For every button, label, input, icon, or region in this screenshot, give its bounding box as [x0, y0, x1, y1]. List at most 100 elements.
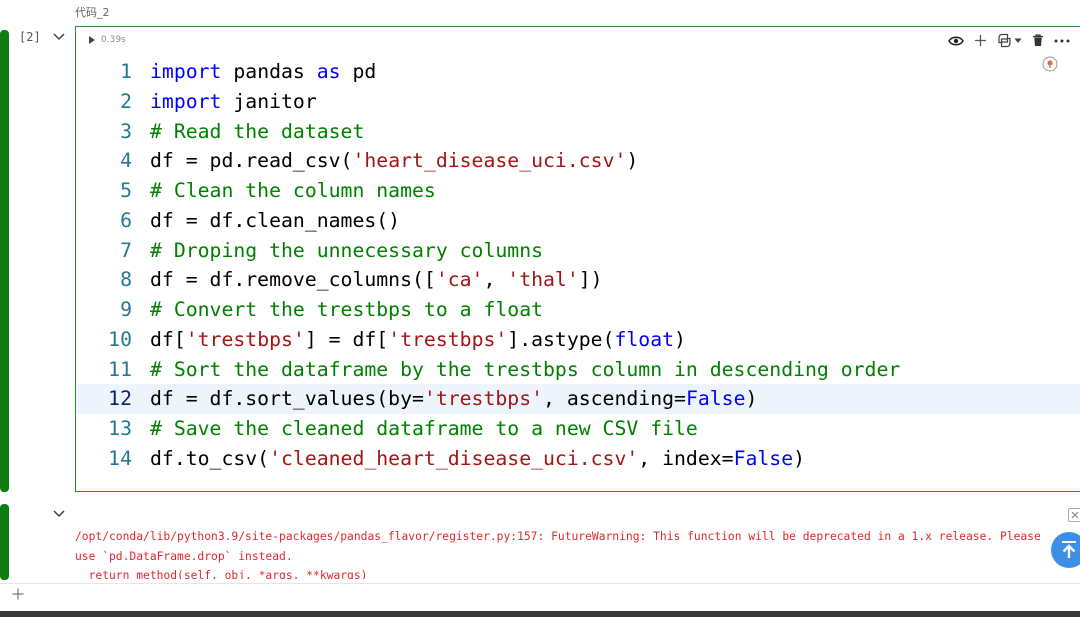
collapse-output-toggle[interactable]	[52, 507, 66, 521]
line-number: 8	[120, 268, 132, 292]
code-line[interactable]: 11 # Sort the dataframe by the trestbps c…	[76, 355, 1080, 385]
clear-output-button[interactable]	[1068, 508, 1080, 522]
code-text: df = pd.read_csv('heart_disease_uci.csv'…	[150, 146, 638, 176]
trash-icon	[1033, 34, 1043, 46]
code-line[interactable]: 13 # Save the cleaned dataframe to a new …	[76, 414, 1080, 444]
output-line: use `pd.DataFrame.drop` instead.	[75, 549, 293, 563]
line-number: 5	[120, 179, 132, 202]
code-token: 'trestbps'	[388, 327, 508, 351]
add-button[interactable]	[974, 34, 987, 47]
code-token: 'trestbps'	[185, 327, 305, 351]
code-line[interactable]: 5 # Clean the column names	[76, 176, 1080, 206]
code-token: # Droping the unnecessary columns	[150, 238, 544, 262]
code-token: pandas	[221, 60, 317, 83]
cell-toolbar	[948, 33, 1070, 48]
code-token: # Clean the column names	[150, 179, 436, 202]
assistant-badge[interactable]	[1042, 56, 1058, 72]
cell-divider	[0, 583, 1080, 584]
code-line[interactable]: 14 df.to_csv('cleaned_heart_disease_uci.c…	[76, 444, 1080, 474]
code-text: import janitor	[150, 87, 317, 117]
line-number: 3	[120, 119, 132, 143]
code-text: df = df.remove_columns(['ca', 'thal'])	[150, 265, 603, 295]
code-token: ,	[483, 268, 508, 292]
code-line[interactable]: 6 df = df.clean_names()	[76, 206, 1080, 236]
output-status-bar[interactable]	[0, 504, 9, 580]
code-text: # Droping the unnecessary columns	[150, 236, 543, 266]
more-button[interactable]	[1054, 39, 1070, 43]
add-cell-button[interactable]	[10, 586, 26, 602]
close-icon	[1071, 511, 1079, 519]
code-token: df[	[150, 327, 186, 351]
code-token: janitor	[221, 89, 317, 113]
output-line: return method(self, obj, *args, **kwargs…	[75, 569, 368, 579]
code-token: )	[626, 149, 639, 173]
execution-count: [2]	[19, 30, 41, 44]
code-line[interactable]: 9# Convert the trestbps to a float	[76, 295, 1080, 325]
cell-output: /opt/conda/lib/python3.9/site-packages/p…	[75, 527, 1080, 579]
assistant-icon	[1042, 56, 1058, 72]
code-token: 'cleaned_heart_disease_uci.csv'	[269, 446, 639, 470]
code-line[interactable]: 1 import pandas as pd	[76, 57, 1080, 87]
collapse-code-toggle[interactable]	[52, 30, 66, 44]
play-icon	[89, 36, 95, 44]
code-token: False	[733, 446, 794, 470]
code-text: df.to_csv('cleaned_heart_disease_uci.csv…	[150, 444, 805, 474]
run-time: 0.39s	[101, 35, 126, 45]
output-line: /opt/conda/lib/python3.9/site-packages/p…	[75, 530, 1041, 543]
code-token: 'heart_disease_uci.csv'	[352, 149, 627, 173]
code-text: import pandas as pd	[150, 57, 376, 87]
code-token: 'ca'	[435, 268, 484, 292]
code-token: 'trestbps'	[423, 387, 544, 411]
code-line[interactable]: 7# Droping the unnecessary columns	[76, 236, 1080, 266]
code-line[interactable]: 8 df = df.remove_columns(['ca', 'thal'])	[76, 265, 1080, 295]
code-line[interactable]: 4 df = pd.read_csv('heart_disease_uci.csv…	[76, 146, 1080, 176]
code-token: # Sort the dataframe by the trestbps col…	[150, 357, 901, 381]
code-text: df['trestbps'] = df['trestbps'].astype(f…	[150, 325, 686, 355]
code-text: # Save the cleaned dataframe to a new CS…	[150, 414, 698, 444]
run-status: 0.39s	[88, 35, 126, 45]
code-text: # Clean the column names	[150, 176, 436, 206]
preview-button[interactable]	[948, 35, 964, 47]
code-token: ] = df[	[304, 327, 389, 351]
cell-status-bar[interactable]	[0, 30, 9, 492]
run-button[interactable]	[88, 35, 96, 45]
code-text: # Read the dataset	[150, 117, 364, 147]
code-token: df.to_csv(	[150, 446, 270, 470]
code-token: df = df.clean_names()	[150, 208, 401, 232]
code-token: df = pd.read_csv(	[150, 149, 353, 173]
chevron-down-icon	[53, 510, 65, 518]
line-number: 4	[120, 149, 132, 173]
line-number: 12	[108, 387, 132, 411]
code-token: # Save the cleaned dataframe to a new CS…	[150, 417, 698, 440]
code-token: df = df.remove_columns([	[150, 268, 436, 292]
code-token: )	[745, 387, 758, 411]
plus-icon	[12, 588, 24, 600]
delete-button[interactable]	[1032, 34, 1044, 47]
code-text: # Convert the trestbps to a float	[150, 295, 543, 325]
line-number: 13	[108, 417, 132, 440]
line-number: 11	[108, 357, 132, 381]
chevron-down-icon	[1014, 38, 1022, 43]
code-token: # Read the dataset	[150, 119, 365, 143]
code-token: float	[614, 327, 675, 351]
cell-label: 代码_2	[75, 6, 110, 19]
line-number: 1	[120, 60, 132, 83]
code-token: import	[150, 89, 222, 113]
window-bottom-edge	[0, 611, 1080, 617]
python-icon	[998, 33, 1011, 48]
code-line[interactable]: 3 # Read the dataset	[76, 117, 1080, 147]
ellipsis-icon	[1054, 39, 1070, 42]
line-number: 6	[120, 208, 132, 232]
code-token: ].astype(	[507, 327, 615, 351]
code-token: pd	[340, 60, 377, 83]
kernel-select[interactable]	[997, 33, 1022, 48]
scroll-to-top-button[interactable]	[1051, 532, 1080, 568]
code-token: as	[316, 60, 341, 83]
code-token: # Convert the trestbps to a float	[150, 298, 544, 321]
line-number: 14	[108, 446, 132, 470]
